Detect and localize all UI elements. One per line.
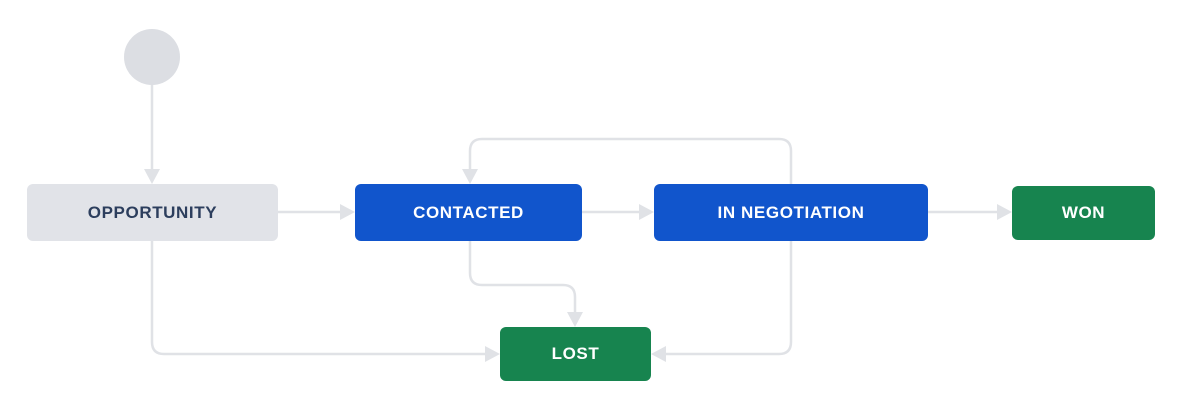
status-node-label: OPPORTUNITY xyxy=(87,202,218,222)
edge-contacted-to-lost xyxy=(468,239,583,327)
edge-line xyxy=(662,239,793,356)
status-node-label: CONTACTED xyxy=(413,202,524,222)
status-node-contacted[interactable]: CONTACTED xyxy=(355,184,582,241)
arrowhead-icon xyxy=(462,169,478,184)
arrowhead-icon xyxy=(485,346,500,362)
edge-start-to-opportunity xyxy=(144,83,160,184)
arrowhead-icon xyxy=(651,346,666,362)
edge-negotiation-to-contacted xyxy=(462,137,793,186)
edge-opportunity-to-lost xyxy=(150,239,500,362)
arrowhead-icon xyxy=(639,204,654,220)
edge-opportunity-to-contacted xyxy=(276,204,355,220)
arrowhead-icon xyxy=(144,169,160,184)
edge-contacted-to-negotiation xyxy=(580,204,654,220)
status-node-label: IN NEGOTIATION xyxy=(717,202,865,222)
status-node-won[interactable]: WON xyxy=(1012,186,1155,240)
edge-line xyxy=(150,239,489,356)
status-node-label: WON xyxy=(1061,203,1106,222)
edge-negotiation-to-won xyxy=(926,204,1012,220)
status-node-in-negotiation[interactable]: IN NEGOTIATION xyxy=(654,184,928,241)
arrowhead-icon xyxy=(567,312,583,327)
status-node-lost[interactable]: LOST xyxy=(500,327,651,381)
start-node[interactable] xyxy=(124,29,180,85)
edge-line xyxy=(468,137,793,186)
arrowhead-icon xyxy=(997,204,1012,220)
status-node-label: LOST xyxy=(551,344,600,363)
edge-line xyxy=(468,239,577,316)
status-node-opportunity[interactable]: OPPORTUNITY xyxy=(27,184,278,241)
edge-negotiation-to-lost xyxy=(651,239,793,362)
arrowhead-icon xyxy=(340,204,355,220)
